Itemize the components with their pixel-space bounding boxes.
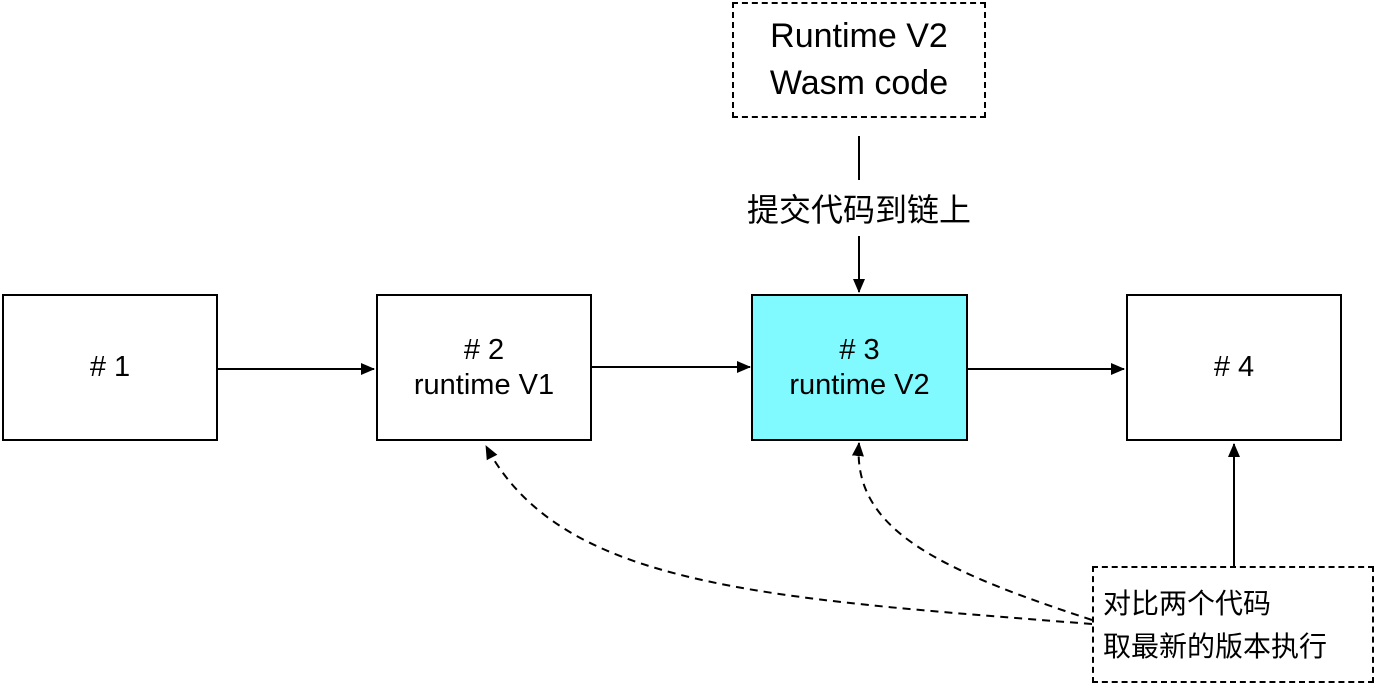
comparison-note-line1: 对比两个代码 — [1103, 586, 1272, 620]
block-4-number: # 4 — [1213, 351, 1255, 383]
block-1-number: # 1 — [89, 351, 131, 383]
runtime-source-line2: Wasm code — [769, 64, 949, 102]
dashed-arrow-note-to-block2 — [485, 445, 1093, 625]
block-3-number: # 3 — [839, 333, 880, 366]
block-1: # 1 — [2, 294, 218, 441]
comparison-note-line2: 取最新的版本执行 — [1103, 629, 1328, 663]
block-3-runtime: runtime V2 — [789, 368, 930, 401]
block-4: # 4 — [1126, 294, 1342, 441]
dashed-arrow-note-to-block3 — [851, 442, 1093, 621]
block-2-number: # 2 — [463, 333, 505, 366]
block-3: # 3 runtime V2 — [751, 294, 968, 441]
block-2: # 2 runtime V1 — [376, 294, 592, 441]
submit-code-label: 提交代码到链上 — [716, 180, 1002, 236]
block-2-runtime: runtime V1 — [413, 368, 555, 401]
runtime-source-box: Runtime V2 Wasm code — [732, 2, 986, 118]
runtime-source-line1: Runtime V2 — [770, 17, 948, 55]
comparison-note-box: 对比两个代码 取最新的版本执行 — [1092, 566, 1374, 683]
